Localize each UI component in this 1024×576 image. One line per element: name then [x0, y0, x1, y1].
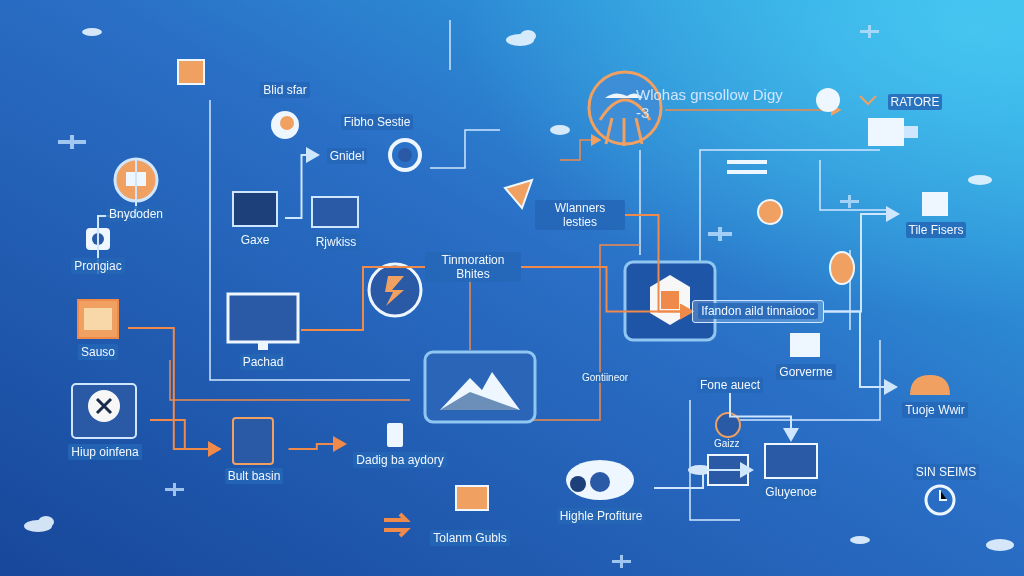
- icon-node: Tinmoration Bhites: [425, 252, 521, 282]
- flow-connector: [301, 267, 425, 330]
- flow-connector: [521, 267, 692, 312]
- icon-node: Gorverme: [771, 330, 841, 380]
- node-label: Bult basin: [225, 468, 284, 484]
- icon-node: Gnidel: [318, 146, 376, 164]
- icon-node: Tolanm Gubls: [420, 528, 520, 546]
- icon-node: Prongiac: [63, 220, 133, 274]
- icon-node: RATORE: [880, 92, 950, 110]
- node-label: Tile Fisers: [906, 222, 967, 238]
- node-label: Sauso: [78, 344, 118, 360]
- node-label: Gorverme: [776, 364, 835, 380]
- icon-node: Sauso: [68, 296, 128, 360]
- icon-node: Fone auect: [690, 375, 770, 393]
- icon-node: Tuoje Wwir: [896, 356, 974, 418]
- icon-node: Tile Fisers: [898, 190, 974, 238]
- node-label: Highle Profiture: [557, 508, 646, 524]
- node-label: Prongiac: [71, 258, 124, 274]
- icon-node: Pachad: [225, 290, 301, 370]
- icon-node: Bult basin: [220, 414, 289, 484]
- node-label: Dadig ba aydory: [353, 452, 446, 468]
- icon-node: Fibho Sestie: [332, 112, 422, 130]
- node-label: Wlanners lesties: [535, 200, 625, 230]
- flow-connector: [654, 470, 752, 488]
- node-label: Bnydoden: [106, 206, 166, 222]
- node-label: Gluyenoe: [762, 484, 819, 500]
- icon-node: Gluyenoe: [752, 440, 830, 500]
- icon-node: Rjwkiss: [305, 190, 367, 250]
- flow-connector: [289, 444, 346, 449]
- icon-node: Blid sfar: [250, 80, 320, 98]
- node-label: Gnidel: [327, 148, 368, 164]
- icon-node: Wlanners lesties: [535, 200, 625, 230]
- small-label: Gaizz: [712, 438, 742, 449]
- node-label: Ifandon aild tinnaiooc: [698, 303, 817, 319]
- small-label: Gontiineor: [580, 372, 630, 383]
- node-label: Gaxe: [238, 232, 273, 248]
- node-label: Hiup oinfena: [68, 444, 141, 460]
- icon-node: Hiup oinfena: [60, 380, 150, 460]
- flow-connector: [824, 214, 898, 312]
- node-label: Fone auect: [697, 377, 763, 393]
- node-label: Pachad: [240, 354, 287, 370]
- icon-node: Bnydoden: [96, 158, 176, 222]
- icon-node: Gaxe: [225, 188, 285, 248]
- node-label: SIN SEIMS: [913, 464, 980, 480]
- flow-connector: [285, 155, 318, 218]
- flow-connector: [625, 215, 692, 312]
- diagram-title: Wlohas gnsollow Digy -3: [636, 86, 786, 122]
- icon-node: SIN SEIMS: [908, 462, 984, 480]
- flow-connector: [730, 393, 791, 440]
- icon-node: Highle Profiture: [548, 452, 654, 524]
- node-label: Tuoje Wwir: [902, 402, 968, 418]
- flow-connector: [150, 420, 220, 449]
- node-label: Tinmoration Bhites: [425, 252, 521, 282]
- icon-node: Dadig ba aydory: [345, 420, 455, 468]
- node-label: RATORE: [888, 94, 943, 110]
- node-label: Rjwkiss: [313, 234, 360, 250]
- process-box: Ifandon aild tinnaiooc: [692, 300, 824, 323]
- flow-connector: [128, 328, 220, 449]
- node-label: Tolanm Gubls: [430, 530, 509, 546]
- node-label: Blid sfar: [260, 82, 309, 98]
- node-label: Fibho Sestie: [341, 114, 414, 130]
